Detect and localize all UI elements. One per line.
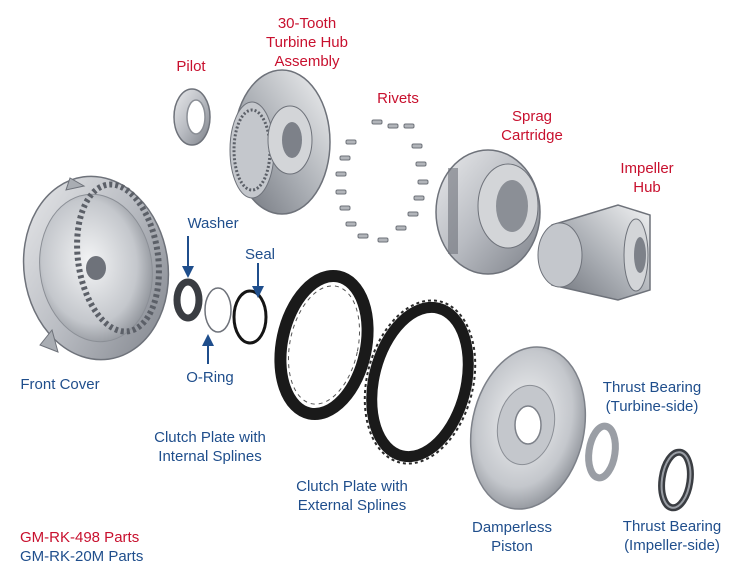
washer-label: Washer <box>187 215 239 232</box>
thrust-bearing-turbine-label: Thrust Bearing (Turbine-side) <box>590 378 714 416</box>
piston-label-line2: Piston <box>491 538 533 555</box>
o-ring-part <box>204 287 232 333</box>
clutch-internal-label-line2: Internal Splines <box>158 448 262 465</box>
turbine-hub-part <box>229 69 331 215</box>
clutch-internal-label-line1: Clutch Plate with <box>154 429 266 446</box>
thrust-impeller-label-line1: Thrust Bearing <box>622 518 722 535</box>
impeller-hub-label-line2: Hub <box>633 179 661 196</box>
clutch-internal-label: Clutch Plate with Internal Splines <box>136 428 284 466</box>
sprag-cartridge-label: Sprag Cartridge <box>482 107 582 145</box>
sprag-label-line2: Cartridge <box>501 127 563 144</box>
thrust-bearing-impeller-label: Thrust Bearing (Impeller-side) <box>608 517 736 555</box>
clutch-plate-external-part <box>363 299 477 465</box>
thrust-turbine-label-line1: Thrust Bearing <box>602 379 702 396</box>
turbine-hub-label-line1: 30-Tooth <box>277 15 337 32</box>
impeller-hub-label: Impeller Hub <box>602 159 692 197</box>
front-cover-label: Front Cover <box>20 376 100 393</box>
rivets-part <box>335 119 429 243</box>
seal-part <box>232 289 268 345</box>
impeller-hub-label-line1: Impeller <box>620 160 674 177</box>
clutch-external-label-line1: Clutch Plate with <box>296 478 408 495</box>
clutch-external-label-line2: External Splines <box>297 497 407 514</box>
clutch-plate-internal-part <box>274 269 374 421</box>
thrust-turbine-label-line2: (Turbine-side) <box>605 398 699 415</box>
seal-label: Seal <box>244 246 276 263</box>
impeller-hub-part <box>537 204 651 301</box>
legend-blue-parts: GM-RK-20M Parts <box>20 548 144 565</box>
pilot-label: Pilot <box>176 58 206 75</box>
washer-arrow <box>182 236 194 278</box>
sprag-label-line1: Sprag <box>511 108 553 125</box>
turbine-hub-label: 30-Tooth Turbine Hub Assembly <box>252 14 362 71</box>
pilot-part <box>173 88 211 146</box>
turbine-hub-label-line3: Assembly <box>274 53 340 70</box>
legend-red-parts: GM-RK-498 Parts <box>20 529 140 546</box>
turbine-hub-label-line2: Turbine Hub <box>266 34 348 51</box>
piston-label-line1: Damperless <box>471 519 553 536</box>
damperless-piston-part <box>469 346 587 510</box>
washer-part <box>173 278 203 322</box>
o-ring-arrow <box>202 334 214 364</box>
clutch-external-label: Clutch Plate with External Splines <box>278 477 426 515</box>
thrust-bearing-impeller-part <box>658 448 694 512</box>
rivets-label: Rivets <box>377 90 419 107</box>
front-cover-part <box>22 175 170 361</box>
thrust-impeller-label-line2: (Impeller-side) <box>624 537 720 554</box>
thrust-bearing-turbine-part <box>585 422 619 482</box>
seal-arrow <box>252 263 264 298</box>
o-ring-label: O-Ring <box>186 369 234 386</box>
damperless-piston-label: Damperless Piston <box>462 518 562 556</box>
sprag-cartridge-part <box>435 149 541 275</box>
